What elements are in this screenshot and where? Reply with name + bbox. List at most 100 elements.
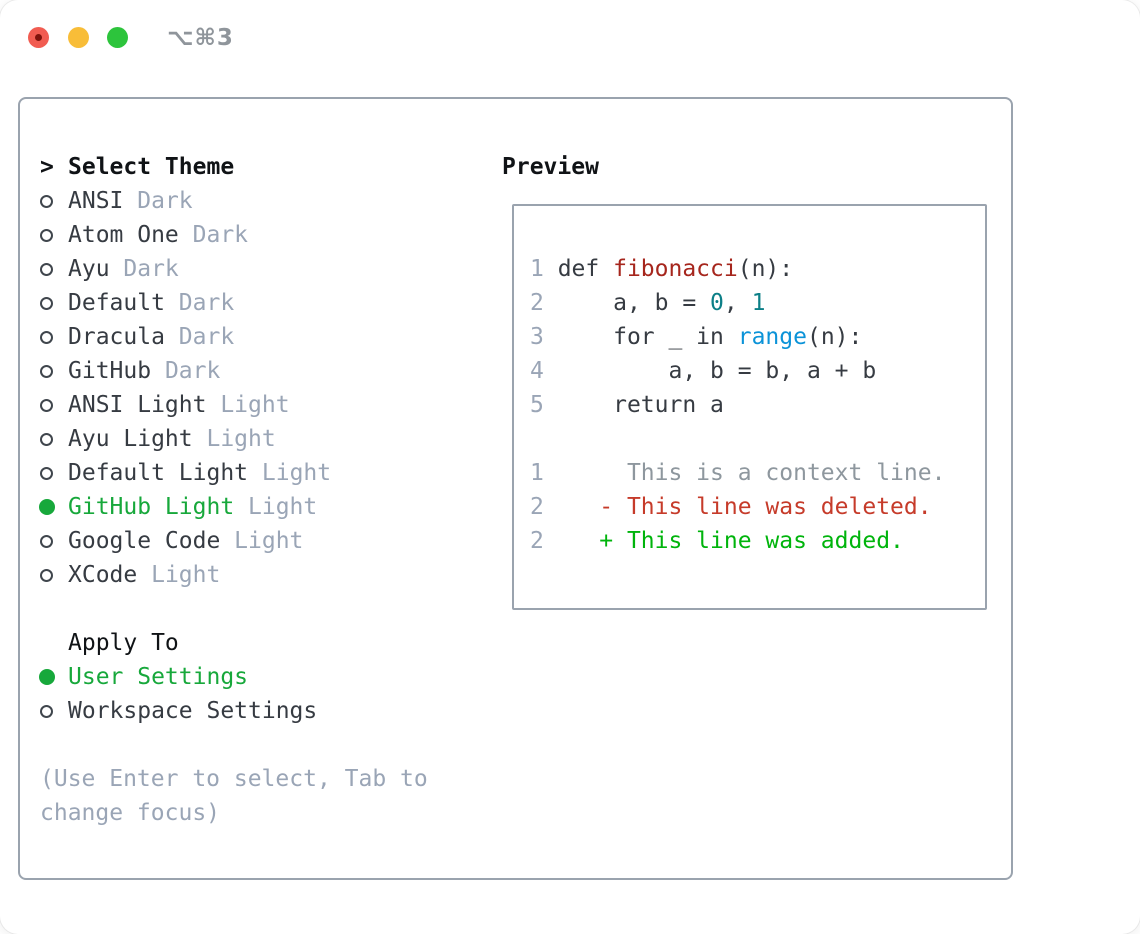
code-token: a, b = b, a + b [557, 358, 877, 384]
radio-icon [40, 398, 68, 412]
code-token: 0 [710, 290, 724, 316]
minimize-button[interactable] [68, 27, 89, 48]
line-number: 2 [530, 494, 544, 520]
filled-dot-icon [39, 499, 55, 515]
radio-icon [40, 568, 68, 582]
code-line: 1 This is a context line. [530, 456, 985, 490]
code-line: 2 - This line was deleted. [530, 490, 985, 524]
radio-icon [40, 704, 68, 718]
theme-name: Default [68, 290, 179, 316]
selected-radio-icon [39, 669, 68, 685]
theme-option-atom-one[interactable]: Atom One Dark [40, 218, 490, 252]
spacer [40, 592, 490, 626]
radio-icon [40, 364, 68, 378]
theme-option-dracula[interactable]: Dracula Dark [40, 320, 490, 354]
preview-title: Preview [502, 154, 599, 180]
code-line [530, 422, 985, 456]
circle-icon [40, 704, 53, 718]
line-number: 2 [530, 290, 558, 316]
code-token: fibonacci [613, 256, 738, 282]
theme-name: GitHub [68, 358, 165, 384]
theme-variant-label: Dark [178, 290, 235, 316]
circle-icon [40, 432, 53, 446]
theme-option-default[interactable]: Default Dark [40, 286, 490, 320]
code-line: 3 for _ in range(n): [530, 320, 985, 354]
radio-icon [40, 466, 68, 480]
theme-option-github-light[interactable]: GitHub Light Light [39, 490, 490, 524]
code-line: 1 def fibonacci(n): [530, 252, 985, 286]
code-token: - This line was deleted. [543, 494, 932, 520]
maximize-button[interactable] [107, 27, 128, 48]
line-number: 3 [530, 324, 558, 350]
theme-option-ansi[interactable]: ANSI Dark [40, 184, 490, 218]
radio-icon [40, 330, 68, 344]
code-line: 2 a, b = 0, 1 [530, 286, 985, 320]
select-theme-title: Select Theme [68, 154, 235, 180]
theme-option-ayu-light[interactable]: Ayu Light Light [40, 422, 490, 456]
circle-icon [40, 262, 53, 276]
circle-icon [40, 398, 53, 412]
theme-option-ayu[interactable]: Ayu Dark [40, 252, 490, 286]
theme-name: Dracula [68, 324, 179, 350]
theme-name: Ayu [68, 256, 124, 282]
apply-option-label: User Settings [68, 664, 249, 690]
theme-variant-label: Light [261, 460, 332, 486]
code-token: return a [557, 392, 724, 418]
close-button[interactable] [28, 27, 49, 48]
radio-icon [40, 262, 68, 276]
code-token: range [737, 324, 807, 350]
theme-option-ansi-light[interactable]: ANSI Light Light [40, 388, 490, 422]
code-token: a, b = [557, 290, 711, 316]
apply-to-header: Apply To [68, 630, 179, 656]
line-number: 5 [530, 392, 558, 418]
theme-name: Atom One [68, 222, 193, 248]
theme-variant-label: Light [151, 562, 221, 588]
apply-option-label: Workspace Settings [68, 698, 318, 724]
line-number: 2 [530, 528, 544, 554]
theme-variant-label: Light [248, 494, 318, 520]
theme-variant-label: Dark [137, 188, 193, 214]
theme-variant-label: Dark [123, 256, 179, 282]
theme-variant-label: Dark [164, 358, 221, 384]
code-token: This is a context line. [543, 460, 946, 486]
theme-variant-label: Light [220, 392, 290, 418]
apply-option-user-settings[interactable]: User Settings [39, 660, 490, 694]
theme-name: Ayu Light [68, 426, 207, 452]
selected-radio-icon [39, 499, 68, 515]
circle-icon [40, 364, 53, 378]
apply-option-workspace-settings[interactable]: Workspace Settings [40, 694, 490, 728]
window-title: ⌥⌘3 [167, 25, 234, 51]
line-number: 1 [530, 256, 558, 282]
theme-option-default-light[interactable]: Default Light Light [40, 456, 490, 490]
line-number: 1 [530, 460, 544, 486]
hint-text-line: change focus) [40, 800, 221, 826]
circle-icon [40, 534, 53, 548]
titlebar: ⌥⌘3 [0, 0, 1140, 74]
prompt-caret: > [40, 154, 54, 180]
theme-option-google-code[interactable]: Google Code Light [40, 524, 490, 558]
code-token: (n): [806, 324, 863, 350]
radio-icon [40, 432, 68, 446]
code-token: def [557, 256, 614, 282]
theme-variant-label: Dark [192, 222, 249, 248]
line-number: 4 [530, 358, 558, 384]
theme-variant-label: Dark [178, 324, 235, 350]
code-token: 1 [751, 290, 766, 316]
theme-option-xcode[interactable]: XCode Light [40, 558, 490, 592]
circle-icon [40, 194, 53, 208]
circle-icon [40, 568, 53, 582]
theme-variant-label: Light [234, 528, 304, 554]
circle-icon [40, 296, 53, 310]
circle-icon [40, 228, 53, 242]
theme-name: Default Light [68, 460, 262, 486]
theme-option-github[interactable]: GitHub Dark [40, 354, 490, 388]
radio-icon [40, 228, 68, 242]
